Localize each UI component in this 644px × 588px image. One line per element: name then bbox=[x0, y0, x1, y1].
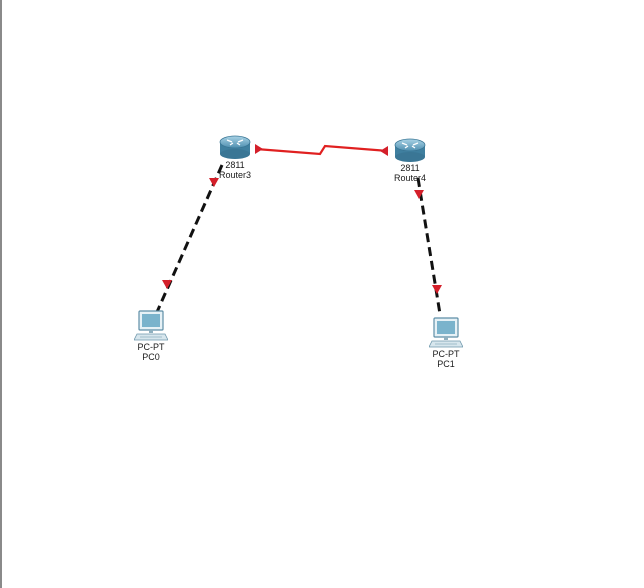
link-light-router3-serial bbox=[255, 144, 263, 154]
device-pc1[interactable]: PC-PT PC1 bbox=[419, 317, 473, 369]
link-light-router3-fa bbox=[209, 178, 219, 187]
device-name-label[interactable]: Router3 bbox=[218, 170, 252, 180]
device-router4[interactable]: 2811 Router4 bbox=[383, 137, 437, 183]
device-model-label: PC-PT bbox=[137, 342, 165, 352]
link-light-pc1-fa bbox=[432, 285, 442, 294]
link-light-router4-fa bbox=[414, 190, 424, 199]
device-router3[interactable]: 2811 Router3 bbox=[208, 134, 262, 180]
device-model-label: 2811 bbox=[400, 163, 420, 173]
device-name-label[interactable]: PC0 bbox=[142, 352, 160, 362]
serial-link-router3-router4[interactable] bbox=[255, 144, 389, 156]
device-model-label: PC-PT bbox=[432, 349, 460, 359]
device-pc0[interactable]: PC-PT PC0 bbox=[124, 310, 178, 362]
device-name-label[interactable]: PC1 bbox=[437, 359, 455, 369]
pc-icon bbox=[429, 317, 463, 348]
link-light-pc0-fa bbox=[162, 280, 172, 289]
device-model-label: 2811 bbox=[225, 160, 245, 170]
link-light-router4-serial bbox=[380, 146, 388, 156]
crossover-link-router3-pc0[interactable] bbox=[155, 164, 224, 313]
workspace-left-border bbox=[0, 0, 2, 588]
router-icon bbox=[394, 138, 426, 162]
device-name-label[interactable]: Router4 bbox=[393, 173, 427, 183]
router-icon bbox=[219, 135, 251, 159]
pc-icon bbox=[134, 310, 168, 341]
crossover-link-router4-pc1[interactable] bbox=[416, 177, 442, 315]
